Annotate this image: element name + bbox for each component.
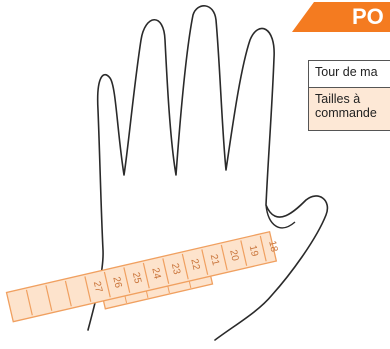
- banner-title: PO: [352, 4, 384, 30]
- table-row-circumference: Tour de ma: [309, 61, 390, 88]
- table-row-sizes: Tailles à commande: [309, 88, 390, 131]
- table-cell-sizes-label: Tailles à commande: [309, 88, 390, 131]
- table-cell-circumference-label: Tour de ma: [309, 61, 390, 88]
- sizes-label-line-1: Tailles à: [315, 92, 390, 106]
- size-table: Tour de ma Tailles à commande: [308, 60, 390, 131]
- sizes-label-line-2: commande: [315, 106, 390, 120]
